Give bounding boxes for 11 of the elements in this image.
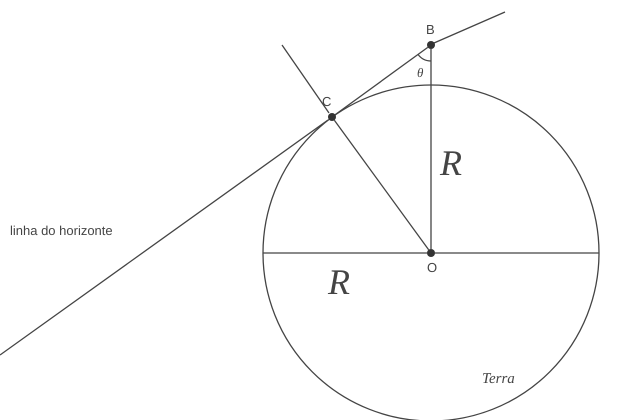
horizon-label: linha do horizonte xyxy=(10,224,113,237)
point-label: C xyxy=(322,95,332,108)
point-label: O xyxy=(427,261,438,274)
line-segment xyxy=(430,49,432,249)
circle-label: Terra xyxy=(482,372,515,387)
radius-label: R xyxy=(440,145,462,181)
angle-label: θ xyxy=(417,66,424,79)
line-segment xyxy=(334,46,428,116)
line-segment xyxy=(334,120,430,250)
radius-label: R xyxy=(328,264,350,300)
point-label: B xyxy=(426,23,435,36)
